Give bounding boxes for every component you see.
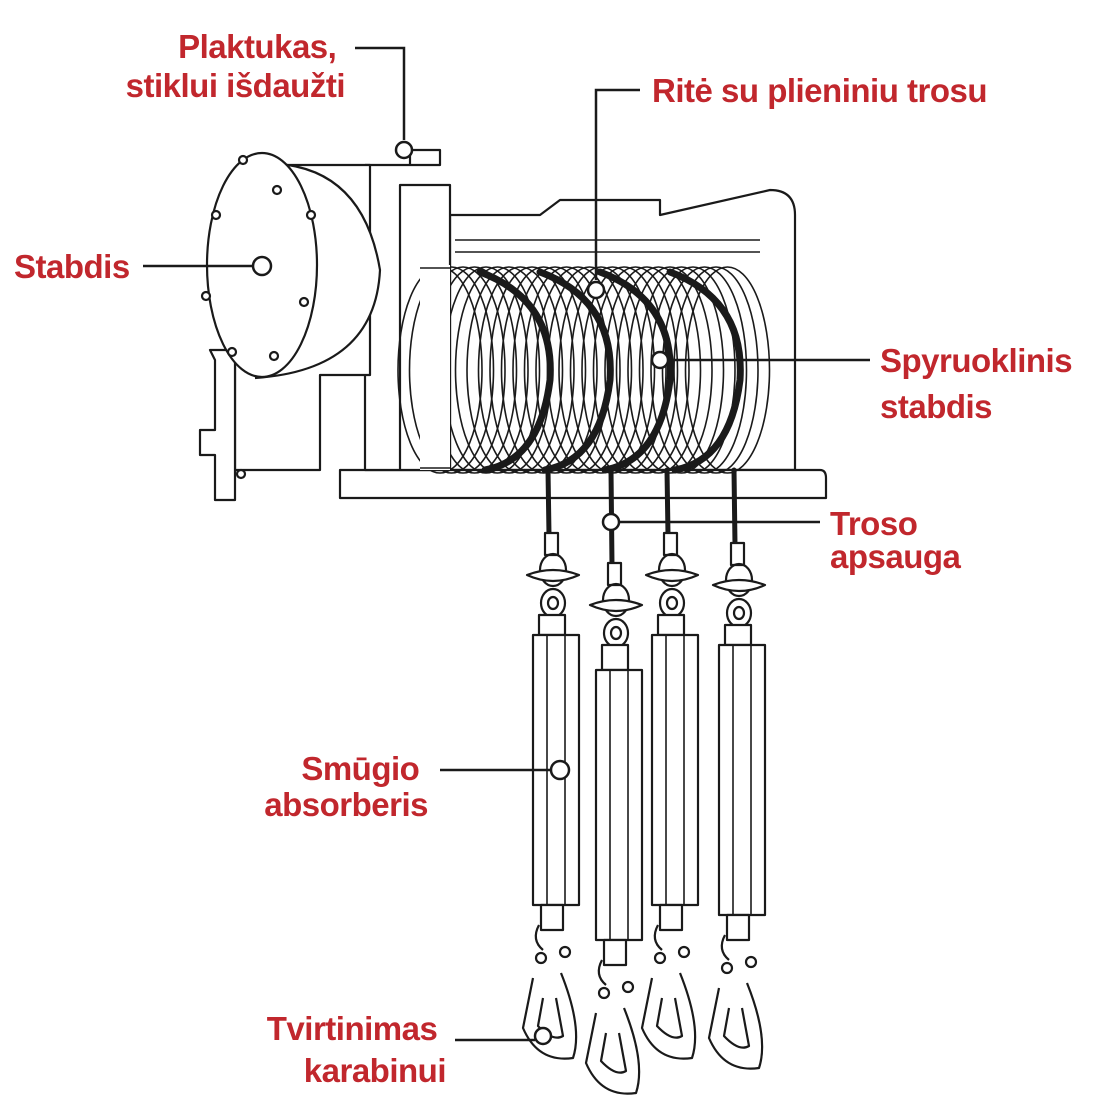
steel-rope (731, 467, 738, 548)
hook-shackle (653, 924, 663, 951)
lanyards (521, 467, 767, 1095)
hook-shackle (534, 924, 544, 951)
rope-band (596, 268, 674, 474)
hammer-marker (394, 140, 414, 160)
lanyard-unit (521, 467, 581, 1060)
reel-flange-mask (420, 265, 450, 470)
webbing-strap (656, 613, 686, 637)
lanyard-unit (707, 467, 767, 1070)
swivel-hole (665, 595, 679, 611)
coil-turn (489, 266, 575, 474)
coil-turn (408, 266, 495, 474)
swivel-hole (546, 595, 560, 611)
coil-turn (638, 266, 725, 474)
swivel-bar (644, 568, 700, 583)
rope-loop (724, 562, 754, 598)
device-housing (198, 148, 828, 502)
coil-turn (627, 266, 713, 474)
rivet (653, 951, 667, 965)
swivel-hole (609, 625, 623, 641)
rivet (744, 955, 758, 969)
carabiner-bracket (584, 1007, 641, 1095)
lower-strap (602, 938, 628, 967)
shock-absorber-marker (549, 759, 571, 781)
absorber-body (650, 633, 700, 907)
rivet (558, 945, 572, 959)
coil-turn (512, 266, 598, 474)
swivel-bar (525, 568, 581, 583)
swivel-hole (732, 605, 746, 621)
label-reel: Ritė su plieniniu trosu (652, 72, 987, 109)
carabiner-mount-marker (533, 1026, 553, 1046)
rivet (677, 945, 691, 959)
spring-brake-marker (650, 350, 670, 370)
coil-turn (454, 266, 541, 474)
carabiner-inner (722, 1007, 751, 1049)
rivet (621, 980, 635, 994)
webbing-strap (600, 643, 630, 672)
coil-turn (581, 266, 667, 474)
label-brake: Stabdis (14, 248, 130, 285)
rope-ferrule (729, 541, 746, 567)
rope-reel-coils (397, 265, 771, 474)
rope-band (476, 268, 554, 474)
rope-loop (538, 552, 568, 588)
hook-shackle (720, 934, 730, 961)
label-carabiner-mount: Tvirtinimas karabinui (267, 1010, 446, 1089)
absorber-body (594, 668, 644, 942)
swivel-bar (711, 578, 767, 593)
label-rope-guard: Troso apsauga (830, 505, 962, 575)
coil-turn (673, 266, 759, 474)
coil-turn (661, 266, 748, 474)
rope-ferrule (662, 531, 679, 557)
coil-turn (535, 266, 621, 474)
coil-turn (592, 266, 679, 474)
rope-band (666, 268, 744, 474)
webbing-strap (723, 623, 753, 647)
steel-rope (545, 467, 552, 538)
rope-loop (657, 552, 687, 588)
steel-rope (664, 467, 671, 538)
rope-ferrule (543, 531, 560, 557)
lower-strap (725, 913, 751, 942)
hook-shackle (597, 959, 607, 986)
absorber-body (717, 643, 767, 917)
rope-guard-marker (601, 512, 621, 532)
rope-band (536, 268, 614, 474)
lower-strap (539, 903, 565, 932)
lower-strap (658, 903, 684, 932)
coil-turn (684, 266, 771, 474)
label-hammer: Plaktukas, stiklui išdaužti (126, 28, 345, 104)
leader-lines (143, 46, 870, 1046)
swivel-bar (588, 598, 644, 613)
reel-marker (586, 280, 606, 300)
rivet (534, 951, 548, 965)
coil-turn (604, 266, 690, 474)
brake-bolts (200, 154, 317, 362)
carabiner-bracket (707, 982, 764, 1070)
label-shock-absorber: Smūgio absorberis (264, 750, 428, 823)
lanyard-unit (584, 467, 644, 1095)
carabiner-bracket (521, 972, 578, 1060)
brake-marker (251, 255, 273, 277)
lanyard-unit (640, 467, 700, 1060)
reel-flange (420, 267, 450, 469)
rope-ferrule (606, 561, 623, 587)
coil-turn (558, 266, 644, 474)
rivet (597, 986, 611, 1000)
webbing-strap (537, 613, 567, 637)
carabiner-inner (599, 1032, 628, 1074)
rivet (720, 961, 734, 975)
carabiner-bracket (640, 972, 697, 1060)
coil-turn (650, 266, 736, 474)
carabiner-inner (655, 997, 684, 1039)
coil-turn (477, 266, 564, 474)
rope-loop (601, 582, 631, 618)
coil-turn (615, 266, 702, 474)
label-spring-brake: Spyruoklinis stabdis (880, 342, 1081, 425)
